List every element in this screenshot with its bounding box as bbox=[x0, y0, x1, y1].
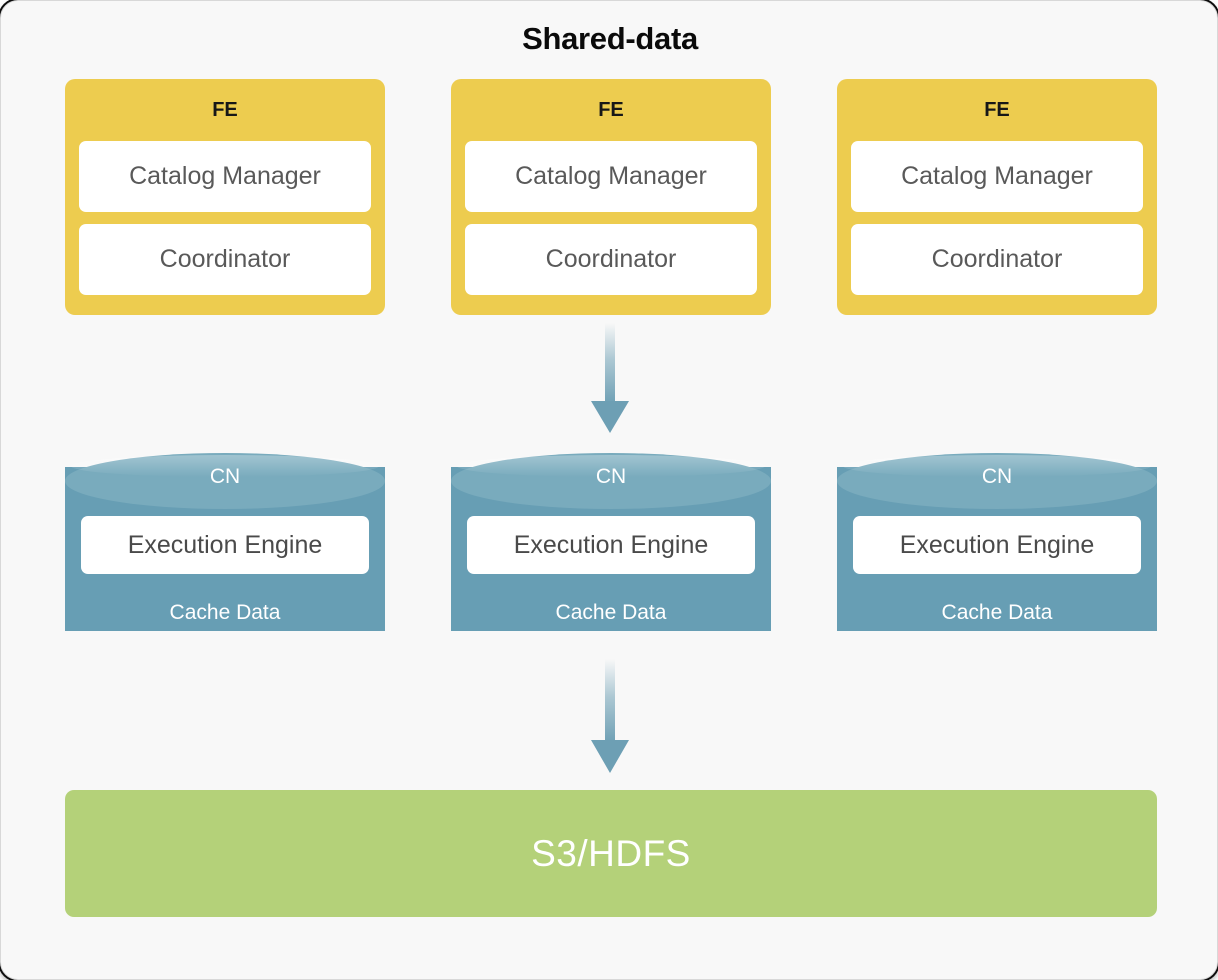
fe-catalog-manager[interactable]: Catalog Manager bbox=[79, 141, 371, 212]
cn-execution-engine[interactable]: Execution Engine bbox=[467, 516, 755, 574]
cn-node-title: CN bbox=[595, 465, 627, 488]
storage-layer[interactable]: S3/HDFS bbox=[65, 790, 1157, 917]
cn-execution-engine[interactable]: Execution Engine bbox=[853, 516, 1141, 574]
fe-node-title: FE bbox=[598, 99, 624, 121]
storage-label: S3/HDFS bbox=[531, 832, 691, 874]
fe-catalog-manager[interactable]: Catalog Manager bbox=[465, 141, 757, 212]
page-title: Shared-data bbox=[522, 21, 698, 56]
cn-node-2[interactable]: CN Execution Engine Cache Data bbox=[451, 453, 771, 645]
fe-coordinator[interactable]: Coordinator bbox=[851, 224, 1143, 295]
cn-node-title: CN bbox=[209, 465, 241, 488]
arrow-down-icon-fe-to-cn bbox=[586, 323, 634, 435]
fe-node-title: FE bbox=[212, 99, 238, 121]
frontend-layer: FE Catalog Manager Coordinator FE Catalo… bbox=[65, 79, 1157, 315]
fe-node-3[interactable]: FE Catalog Manager Coordinator bbox=[837, 79, 1157, 315]
cn-node-3[interactable]: CN Execution Engine Cache Data bbox=[837, 453, 1157, 645]
fe-coordinator[interactable]: Coordinator bbox=[465, 224, 757, 295]
cn-execution-engine[interactable]: Execution Engine bbox=[81, 516, 369, 574]
fe-node-1[interactable]: FE Catalog Manager Coordinator bbox=[65, 79, 385, 315]
arrow-down-icon-cn-to-storage bbox=[586, 659, 634, 775]
cn-cache-data-label: Cache Data bbox=[555, 601, 667, 624]
fe-catalog-manager[interactable]: Catalog Manager bbox=[851, 141, 1143, 212]
cn-cache-data-label: Cache Data bbox=[941, 601, 1053, 624]
cn-node-1[interactable]: CN Execution Engine Cache Data bbox=[65, 453, 385, 645]
fe-node-2[interactable]: FE Catalog Manager Coordinator bbox=[451, 79, 771, 315]
cn-cache-data-label: Cache Data bbox=[169, 601, 281, 624]
compute-layer: CN Execution Engine Cache Data CN Execut… bbox=[65, 453, 1157, 645]
fe-coordinator[interactable]: Coordinator bbox=[79, 224, 371, 295]
cn-node-title: CN bbox=[981, 465, 1013, 488]
fe-node-title: FE bbox=[984, 99, 1010, 121]
